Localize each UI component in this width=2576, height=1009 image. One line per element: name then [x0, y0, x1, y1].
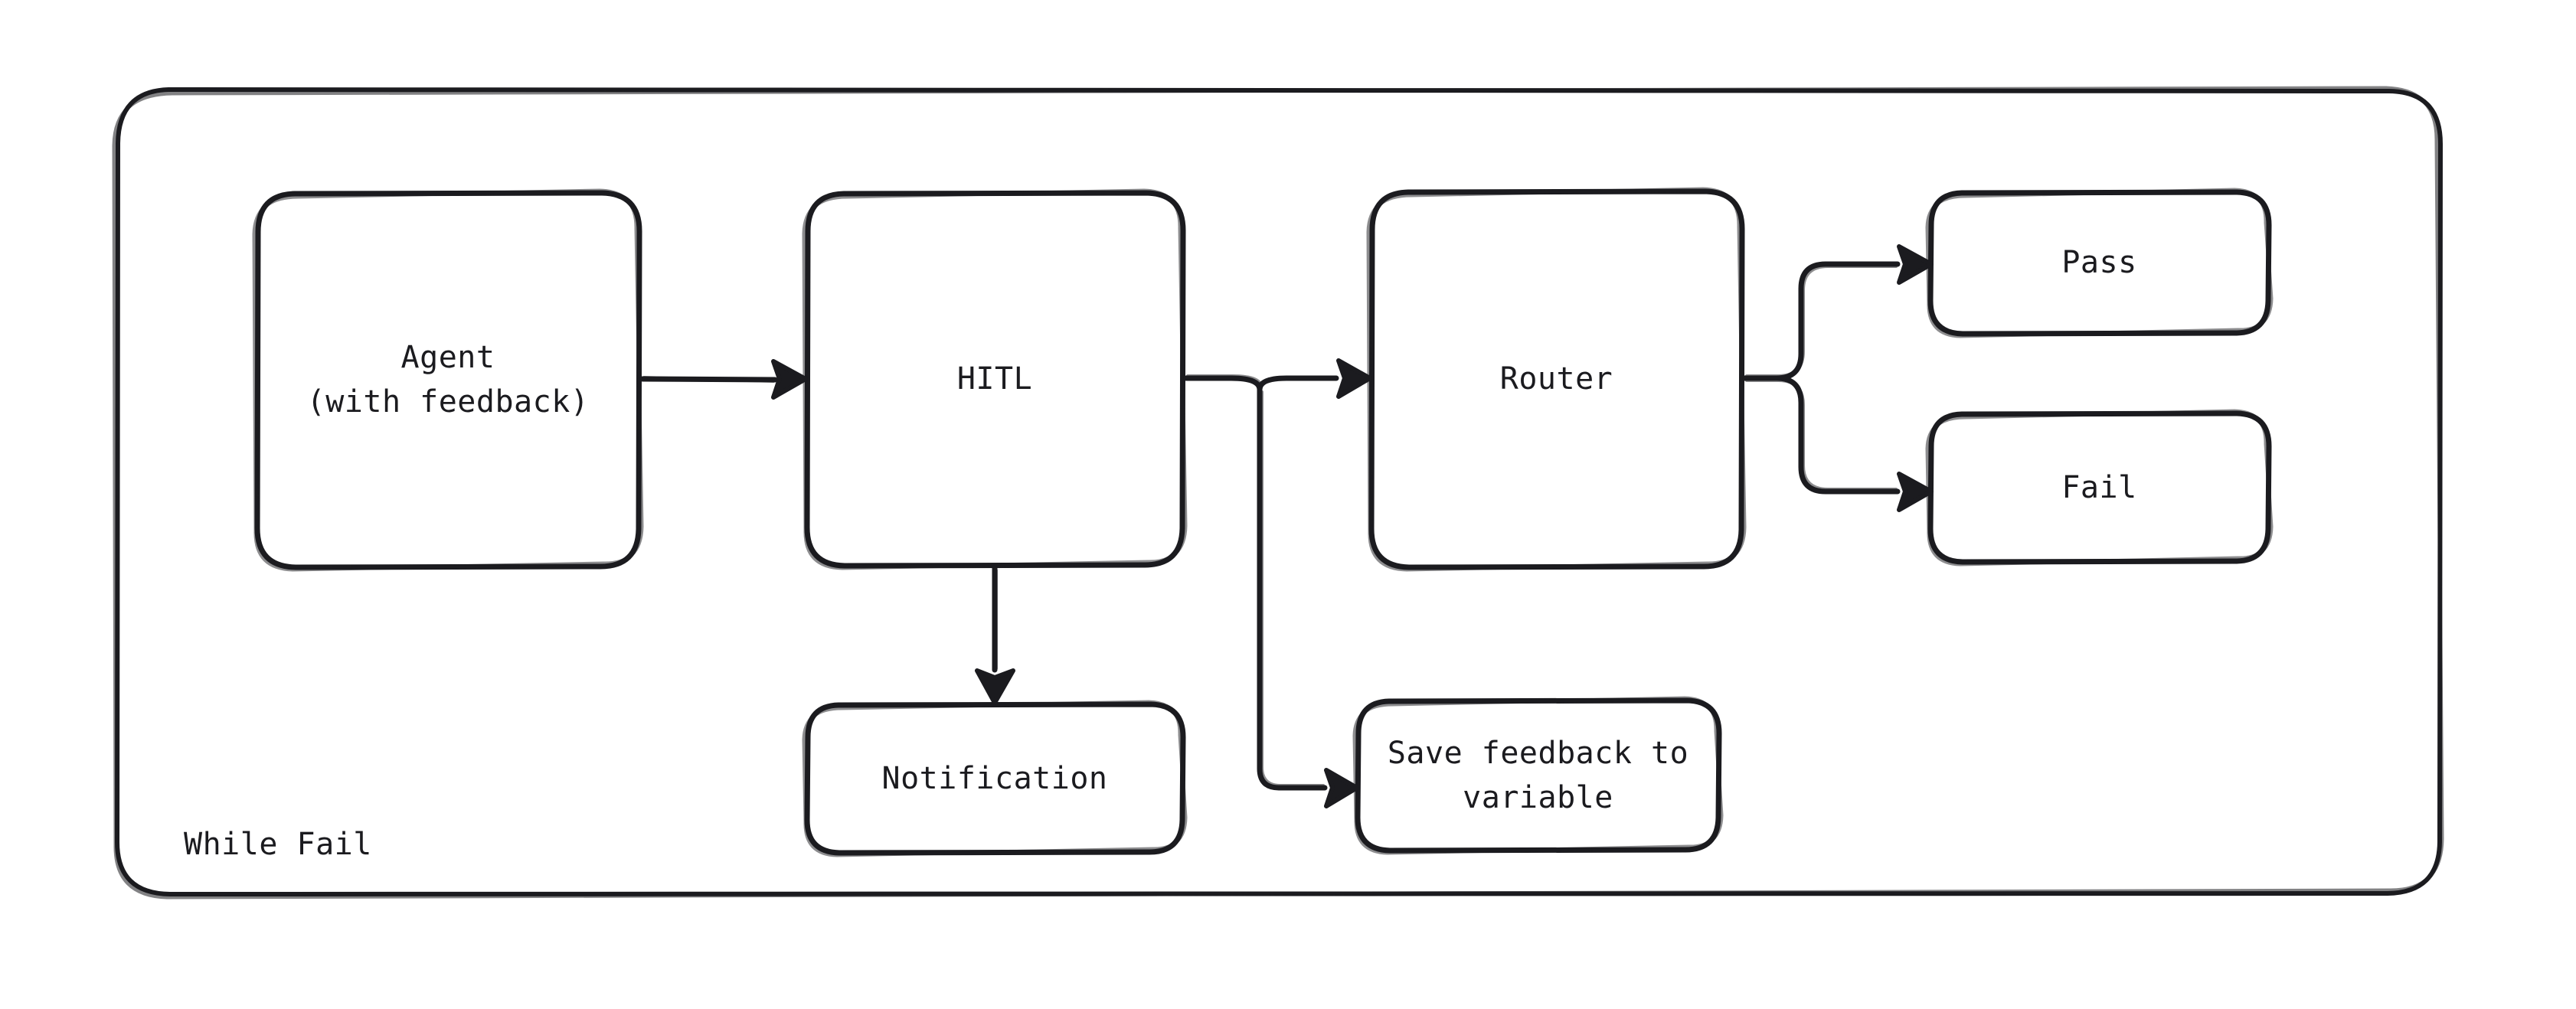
group-label-while-fail: While Fail [184, 827, 372, 862]
node-notification[interactable] [802, 700, 1188, 857]
arrowhead-icon [975, 668, 1015, 705]
edge-router-to-pass [1742, 244, 1934, 381]
group-container-while-fail[interactable] [112, 86, 2444, 900]
node-fail[interactable] [1925, 409, 2274, 567]
edge-hitl-to-save-feedback [1257, 387, 1359, 808]
node-router[interactable] [1366, 187, 1747, 572]
node-agent[interactable] [252, 188, 644, 572]
arrowhead-icon [1897, 472, 1934, 512]
node-save-feedback[interactable] [1352, 696, 1724, 855]
node-hitl[interactable] [802, 188, 1188, 570]
edge-hitl-to-router [1183, 358, 1372, 399]
arrowhead-icon [1897, 244, 1934, 285]
node-pass[interactable] [1925, 188, 2274, 338]
arrowhead-icon [1336, 358, 1372, 399]
edge-hitl-to-notification [975, 565, 1015, 705]
arrowhead-icon [1324, 768, 1359, 808]
arrowhead-icon [771, 359, 808, 400]
edge-router-to-fail [1742, 375, 1934, 512]
edge-agent-to-hitl [639, 359, 808, 400]
